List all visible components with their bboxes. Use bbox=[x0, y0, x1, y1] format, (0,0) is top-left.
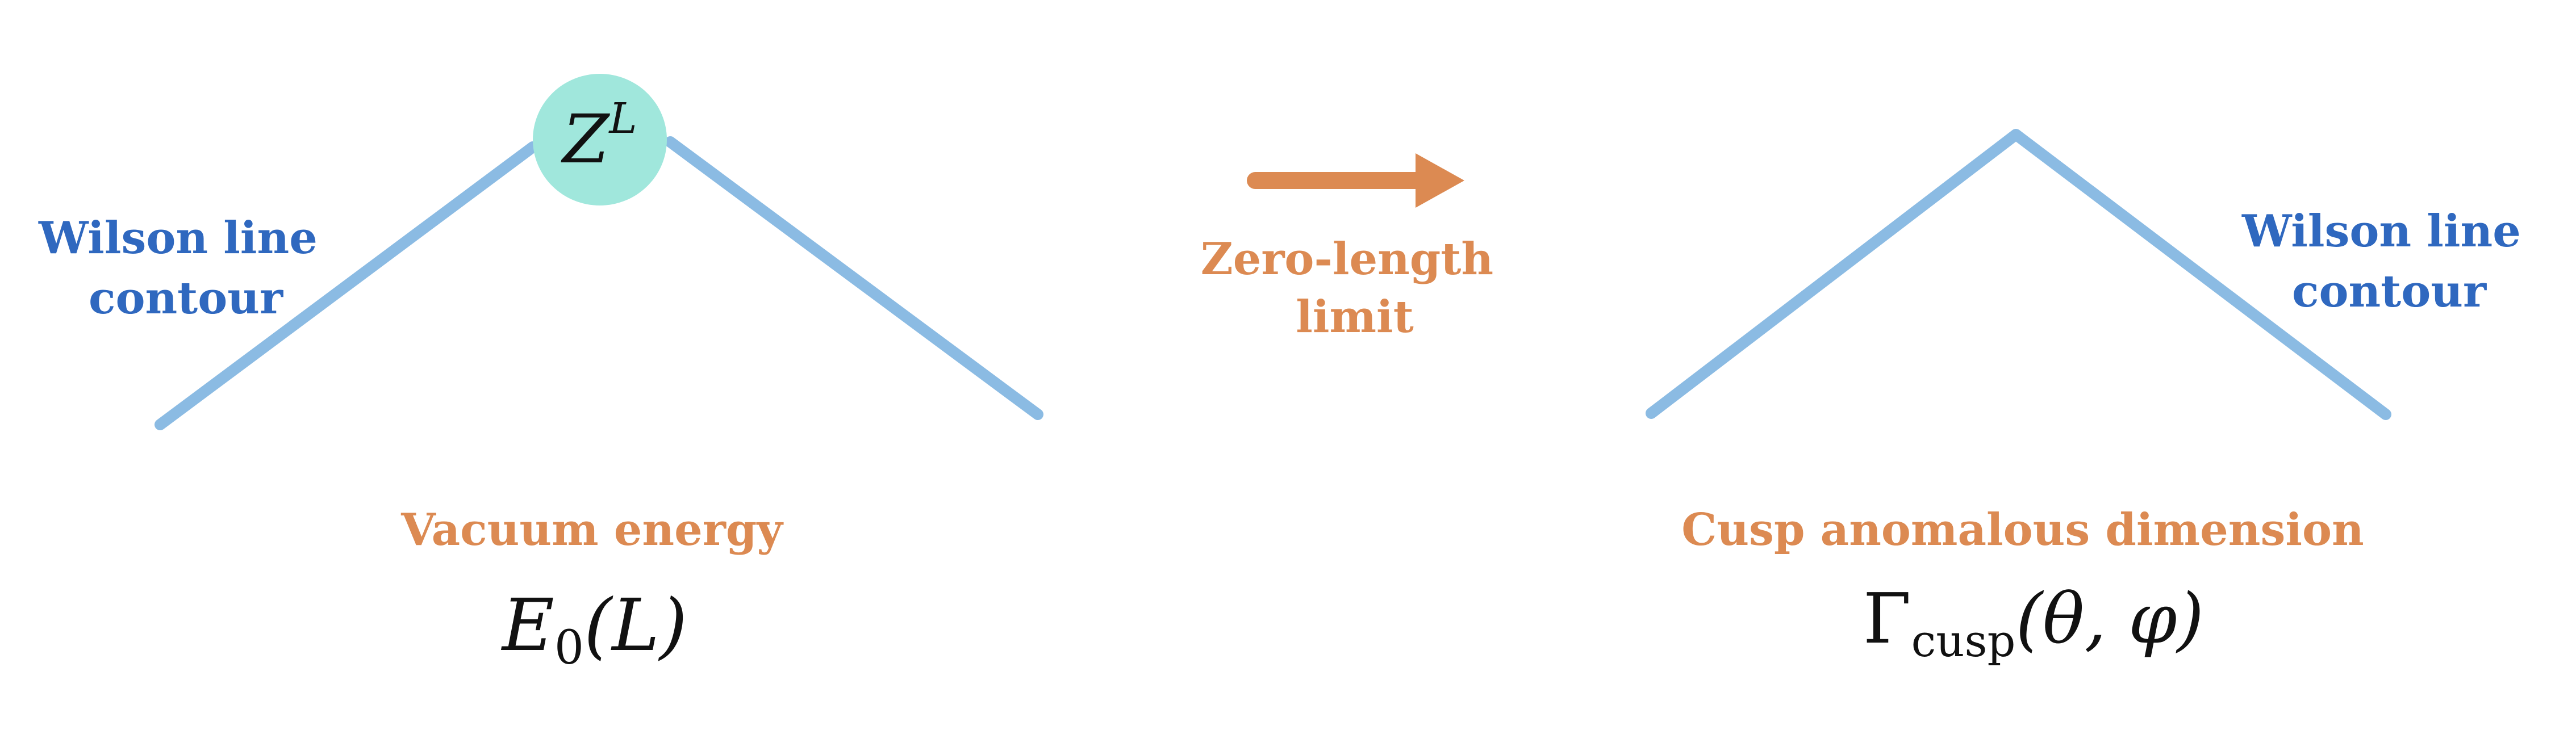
left-formula: E0(L) bbox=[501, 584, 687, 675]
right-panel: Wilson line contour Cusp anomalous dimen… bbox=[1646, 129, 2536, 667]
left-contour-label-line1: Wilson line bbox=[38, 212, 318, 264]
right-cusp-contour bbox=[1646, 129, 2391, 420]
left-formula-symbol: E bbox=[501, 584, 554, 667]
zl-node bbox=[533, 74, 667, 205]
right-formula: Γcusp(θ, φ) bbox=[1863, 578, 2204, 667]
left-contour-label-line2: contour bbox=[89, 272, 283, 324]
left-contour-left-segment bbox=[155, 141, 538, 430]
left-contour-label: Wilson line contour bbox=[38, 212, 333, 324]
node-symbol: Z bbox=[560, 100, 610, 178]
left-formula-argument: (L) bbox=[584, 584, 687, 667]
right-formula-symbol: Γ bbox=[1863, 578, 1911, 659]
left-quantity-label: Vacuum energy bbox=[400, 504, 784, 556]
right-contour-label-line2: contour bbox=[2292, 266, 2487, 317]
zl-node-label: ZL bbox=[560, 94, 637, 178]
middle-transition: Zero-length limit bbox=[1201, 153, 1509, 343]
right-contour-label-line1: Wilson line bbox=[2241, 205, 2521, 257]
node-superscript: L bbox=[608, 94, 637, 143]
left-panel: ZL Wilson line contour Vacuum energy E0(… bbox=[38, 74, 1043, 675]
zero-length-label-line2: limit bbox=[1296, 291, 1413, 343]
right-quantity-label: Cusp anomalous dimension bbox=[1681, 504, 2364, 556]
zero-length-label-line1: Zero-length bbox=[1201, 233, 1493, 285]
zero-length-limit-label: Zero-length limit bbox=[1201, 233, 1509, 343]
right-contour-label: Wilson line contour bbox=[2241, 205, 2536, 317]
left-contour-right-segment bbox=[665, 136, 1043, 420]
right-arrow-icon bbox=[1247, 153, 1464, 208]
right-formula-subscript: cusp bbox=[1911, 616, 2016, 667]
left-formula-subscript: 0 bbox=[554, 621, 584, 675]
right-formula-argument: (θ, φ) bbox=[2015, 578, 2204, 659]
